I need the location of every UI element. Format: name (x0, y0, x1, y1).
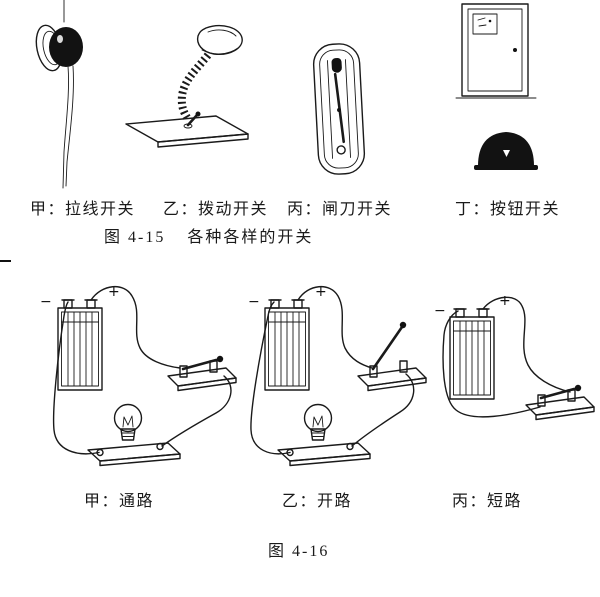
bell-push-button (474, 132, 538, 170)
circuit-label-closed: 甲：通路 (84, 493, 155, 510)
battery-minus-sign: − (40, 294, 52, 310)
push-button-switch-illustration (455, 3, 538, 170)
lamp-base (125, 115, 249, 148)
circuit-label-open: 乙：开路 (282, 493, 353, 510)
switch-lever-closed (539, 384, 582, 400)
switch-label-knife: 丙：闸刀开关 (287, 201, 393, 218)
lamp-head (196, 24, 243, 55)
toggle-lever (183, 111, 201, 129)
margin-mark (0, 260, 11, 262)
lamp (277, 403, 371, 467)
toggle-switch-lamp-illustration (125, 24, 249, 148)
circuit-open-illustration: − + (248, 284, 427, 467)
knife-switch-illustration (312, 43, 366, 175)
wires (52, 286, 232, 455)
switch (357, 360, 427, 392)
battery (264, 299, 310, 391)
switch (525, 389, 595, 421)
knife-switch-body (312, 43, 366, 175)
door (455, 3, 537, 99)
figure-4-15-number: 图 4-15 (104, 229, 166, 246)
switch-knob (49, 27, 83, 67)
switch-label-toggle: 乙：拨动开关 (163, 201, 269, 218)
circuit-closed-illustration: − + (40, 284, 237, 467)
switch (167, 360, 237, 392)
circuit-label-short: 丙：短路 (452, 493, 523, 510)
wires (250, 286, 415, 455)
switch-label-push-button: 丁：按钮开关 (455, 201, 561, 218)
circuit-short-illustration: − + (434, 293, 595, 421)
battery-minus-sign: − (434, 303, 446, 319)
switch-lever-open (371, 321, 407, 371)
pull-cord-switch-illustration (35, 0, 83, 189)
gooseneck (177, 52, 212, 122)
battery-minus-sign: − (248, 294, 260, 310)
battery-plus-sign: + (315, 284, 327, 300)
battery-plus-sign: + (108, 284, 120, 300)
pull-cord (62, 65, 74, 189)
battery-plus-sign: + (499, 293, 511, 309)
figure-4-15-title: 各种各样的开关 (187, 229, 314, 246)
switch-lever-closed (181, 355, 224, 371)
figure-4-16-caption: 图 4-16 (268, 543, 330, 560)
battery (449, 308, 495, 400)
figure-4-15-caption: 图 4-15 各种各样的开关 (104, 223, 313, 247)
switch-label-pull-cord: 甲：拉线开关 (30, 201, 136, 218)
wires (442, 296, 571, 418)
lamp (87, 403, 181, 467)
